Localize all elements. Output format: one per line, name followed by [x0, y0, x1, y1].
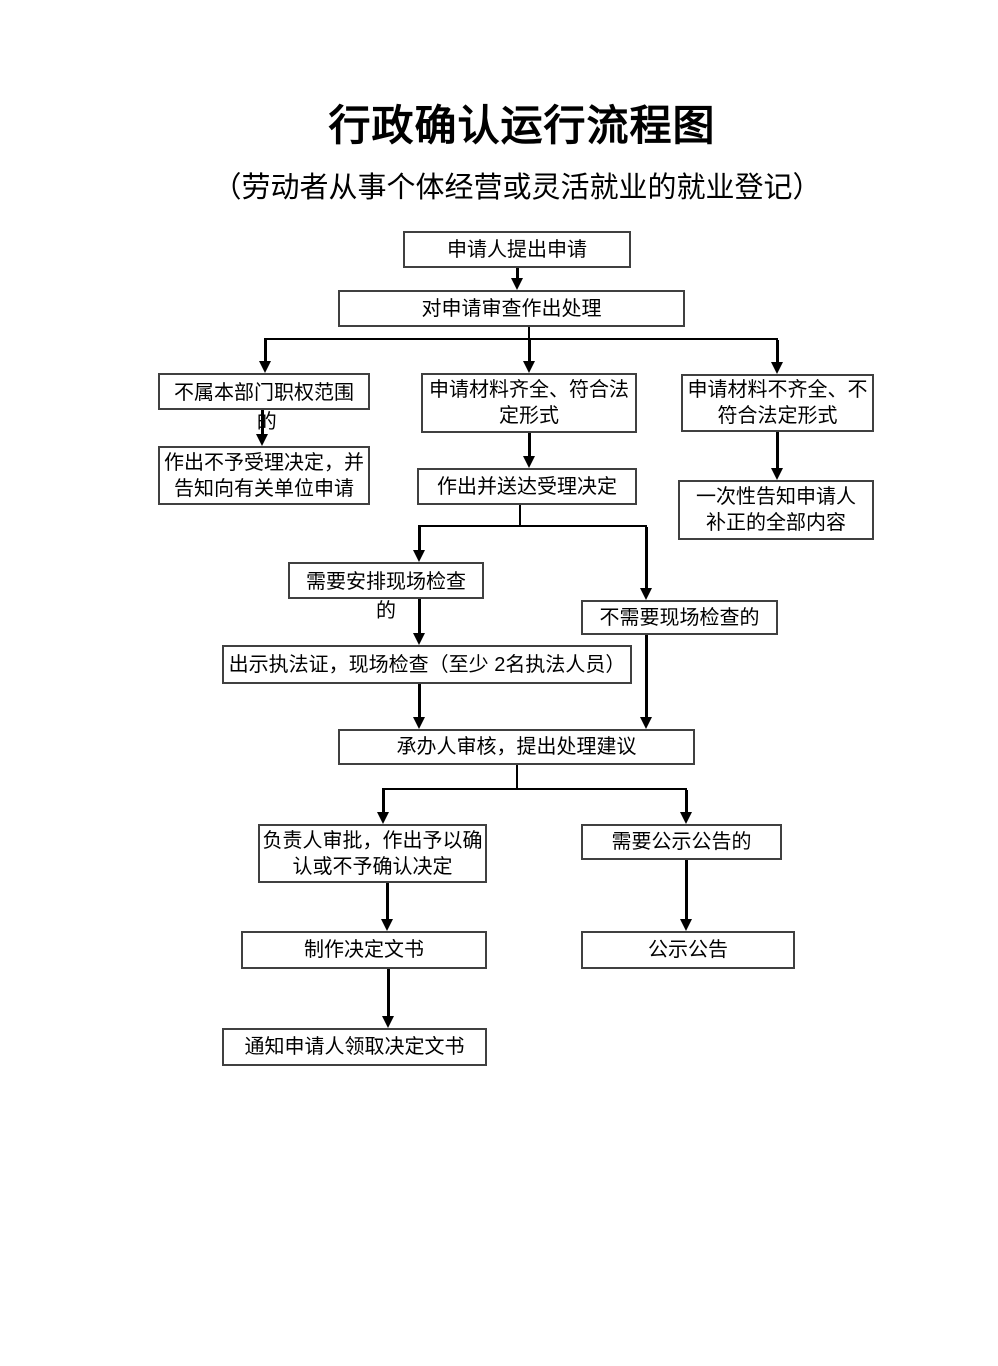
- connector-branch2-horizontal: [418, 525, 647, 527]
- connector-branch2-left: [418, 527, 421, 551]
- node-materials-complete: 申请材料齐全、符合法 定形式: [421, 373, 637, 433]
- connector-branch1-left: [264, 340, 267, 362]
- node-applicant-submits: 申请人提出申请: [403, 231, 631, 268]
- arrowhead-outside-reject: [256, 434, 268, 446]
- connector-acceptance-stub: [519, 505, 521, 526]
- arrowhead-branch1-middle: [523, 361, 535, 373]
- connector-branch1-right: [776, 340, 779, 363]
- connector-branch3-right: [685, 790, 688, 813]
- arrowhead-branch2-left: [413, 550, 425, 562]
- node-acceptance-decision: 作出并送达受理决定: [417, 468, 637, 505]
- connector-branch1-middle: [528, 340, 531, 362]
- arrowhead-branch1-right: [771, 362, 783, 374]
- connector-incomplete-supplement: [776, 432, 779, 469]
- connector-submit-review: [516, 268, 519, 280]
- connector-branch3-horizontal: [382, 788, 687, 790]
- node-show-credentials-inspect: 出示执法证，现场检查（至少 2名执法人员）: [222, 645, 632, 684]
- node-public-announcement: 公示公告: [581, 931, 795, 969]
- arrowhead-notice-announcement: [680, 919, 692, 931]
- node-notify-applicant-collect: 通知申请人领取决定文书: [222, 1028, 487, 1066]
- arrowhead-complete-acceptance: [523, 456, 535, 468]
- connector-complete-acceptance: [528, 433, 531, 457]
- node-notify-supplement: 一次性告知申请人 补正的全部内容: [678, 480, 874, 540]
- node-reject-decision: 作出不予受理决定，并 告知向有关单位申请: [158, 446, 370, 505]
- node-outside-authority: 不属本部门职权范围 的: [158, 373, 370, 433]
- node-review-application: 对申请审查作出处理: [338, 290, 685, 327]
- connector-document-notify: [387, 969, 390, 1017]
- page-subtitle: （劳动者从事个体经营或灵活就业的就业登记）: [212, 172, 822, 204]
- arrowhead-submit-review: [511, 278, 523, 290]
- connector-review-stub: [528, 327, 530, 339]
- arrowhead-noinspection-handler: [640, 717, 652, 729]
- node-no-site-inspection: 不需要现场检查的: [581, 600, 778, 635]
- connector-noinspection-handler: [645, 635, 648, 718]
- node-handler-review: 承办人审核，提出处理建议: [338, 729, 695, 765]
- connector-credentials-handler: [418, 684, 421, 718]
- node-public-notice-needed: 需要公示公告的: [581, 824, 782, 860]
- node-leader-approve: 负责人审批，作出予以确 认或不予确认决定: [258, 824, 487, 883]
- node-site-inspection-needed: 需要安排现场检查 的: [288, 562, 484, 622]
- arrowhead-branch3-right: [680, 812, 692, 824]
- connector-branch3-left: [382, 790, 385, 813]
- arrowhead-branch3-left: [377, 812, 389, 824]
- arrowhead-branch1-left: [259, 361, 271, 373]
- arrowhead-document-notify: [382, 1016, 394, 1028]
- arrowhead-branch2-right: [640, 588, 652, 600]
- connector-handler-stub: [516, 765, 518, 789]
- node-make-decision-document: 制作决定文书: [241, 931, 487, 969]
- arrowhead-incomplete-supplement: [771, 468, 783, 480]
- connector-branch1-horizontal: [264, 338, 778, 340]
- connector-notice-announcement: [685, 860, 688, 920]
- arrowhead-credentials-handler: [413, 717, 425, 729]
- page-title: 行政确认运行流程图: [328, 102, 716, 149]
- connector-outside-reject: [261, 410, 264, 435]
- node-materials-incomplete: 申请材料不齐全、不 符合法定形式: [681, 374, 874, 432]
- connector-leader-document: [386, 883, 389, 920]
- arrowhead-leader-document: [381, 919, 393, 931]
- arrowhead-inspection-credentials: [413, 633, 425, 645]
- connector-inspection-credentials: [418, 599, 421, 634]
- connector-branch2-right: [645, 527, 648, 589]
